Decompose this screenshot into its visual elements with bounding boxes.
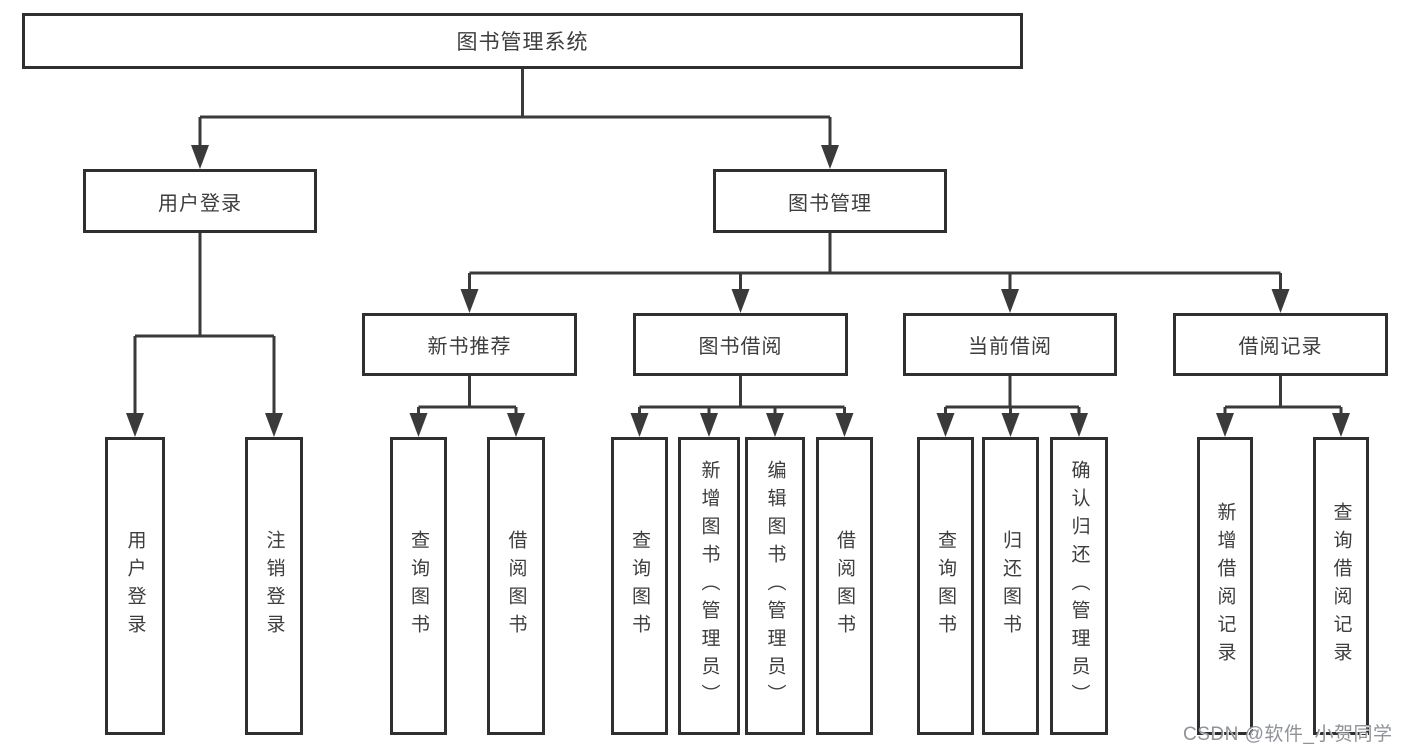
leaf-user-login: 用户登录 <box>105 437 165 735</box>
node-book-management: 图书管理 <box>713 169 947 233</box>
leaf-query-book-2: 查询图书 <box>611 437 668 735</box>
node-root: 图书管理系统 <box>22 13 1023 69</box>
leaf-return-book: 归还图书 <box>982 437 1039 735</box>
leaf-edit-book-admin: 编辑图书（管理员） <box>745 437 805 735</box>
leaf-query-book-3: 查询图书 <box>917 437 974 735</box>
node-current-borrow: 当前借阅 <box>903 313 1117 376</box>
leaf-logout: 注销登录 <box>245 437 303 735</box>
leaf-borrow-book-2: 借阅图书 <box>816 437 873 735</box>
leaf-add-book-admin: 新增图书（管理员） <box>678 437 740 735</box>
node-new-book-recommend-label: 新书推荐 <box>427 336 512 358</box>
node-book-borrow: 图书借阅 <box>633 313 848 376</box>
leaf-query-borrow-record: 查询借阅记录 <box>1313 437 1369 735</box>
node-borrow-record: 借阅记录 <box>1173 313 1388 376</box>
node-root-label: 图书管理系统 <box>456 31 589 54</box>
leaf-confirm-return-admin: 确认归还（管理员） <box>1050 437 1108 735</box>
node-user-login-label: 用户登录 <box>158 192 242 215</box>
leaf-query-book-1: 查询图书 <box>390 437 447 735</box>
csdn-watermark: CSDN @软件_小贺同学 <box>1183 724 1393 745</box>
node-new-book-recommend: 新书推荐 <box>362 313 577 376</box>
leaf-add-borrow-record: 新增借阅记录 <box>1197 437 1253 735</box>
node-user-login: 用户登录 <box>83 169 317 233</box>
node-current-borrow-label: 当前借阅 <box>968 336 1052 358</box>
node-book-management-label: 图书管理 <box>788 192 872 215</box>
node-borrow-record-label: 借阅记录 <box>1238 336 1323 358</box>
node-book-borrow-label: 图书借阅 <box>698 336 783 358</box>
leaf-borrow-book-1: 借阅图书 <box>487 437 545 735</box>
